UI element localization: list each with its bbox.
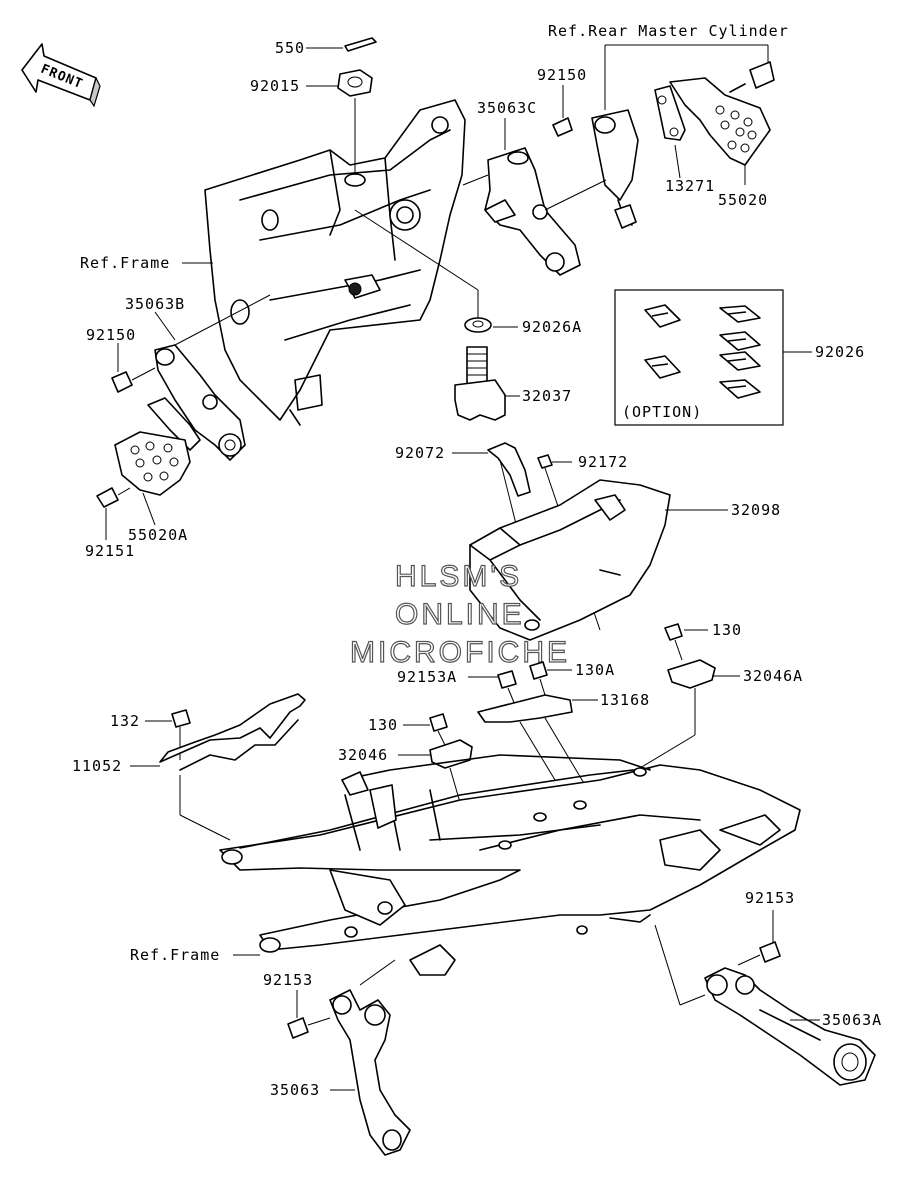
- part-13271: 13271: [654, 85, 715, 195]
- part-92015: 92015: [250, 69, 373, 175]
- part-92026A: 92026A: [354, 209, 582, 336]
- label-92153-right: 92153: [745, 889, 795, 907]
- part-130-left: 130: [368, 713, 448, 746]
- part-92150-top: 92150: [537, 66, 587, 137]
- option-box-92026: (OPTION) 92026: [614, 289, 865, 426]
- rear-master-cylinder-ref: Ref.Rear Master Cylinder: [548, 22, 789, 229]
- option-label: (OPTION): [622, 403, 702, 421]
- front-arrow-icon: FRONT: [21, 43, 101, 108]
- watermark-line1: HLSM'S: [395, 560, 522, 593]
- label-35063C: 35063C: [477, 99, 537, 117]
- ref-frame-bottom-label: Ref.Frame: [130, 946, 220, 964]
- label-35063A: 35063A: [822, 1011, 882, 1029]
- label-32046: 32046: [338, 746, 388, 764]
- part-35063: 35063: [270, 959, 411, 1156]
- part-92153-right: 92153: [737, 889, 795, 966]
- part-55020A: 55020A: [114, 431, 191, 544]
- watermark: HLSM'S ONLINE MICROFICHE: [349, 559, 570, 669]
- part-32046A: 32046A: [639, 659, 803, 769]
- ref-frame-top: Ref.Frame: [80, 254, 213, 272]
- label-11052: 11052: [72, 757, 122, 775]
- label-55020A: 55020A: [128, 526, 188, 544]
- part-132: 132: [110, 709, 191, 760]
- label-92150-top: 92150: [537, 66, 587, 84]
- part-92153A: 92153A: [397, 668, 517, 706]
- label-92151: 92151: [85, 542, 135, 560]
- label-92026A: 92026A: [522, 318, 582, 336]
- part-32098: 32098: [469, 479, 781, 641]
- rear-subframe: [219, 754, 801, 976]
- label-132: 132: [110, 712, 140, 730]
- part-550: 550: [275, 37, 377, 57]
- part-55020: 55020: [669, 77, 771, 209]
- label-13168: 13168: [600, 691, 650, 709]
- ref-rear-master-cylinder: Ref.Rear Master Cylinder: [548, 22, 789, 40]
- label-55020: 55020: [718, 191, 768, 209]
- part-35063B: 35063B: [125, 294, 271, 461]
- label-32098: 32098: [731, 501, 781, 519]
- part-130-right: 130: [664, 621, 742, 661]
- label-130-right: 130: [712, 621, 742, 639]
- part-32037: 32037: [454, 346, 572, 421]
- part-92153-left: 92153: [263, 971, 331, 1039]
- label-92153A: 92153A: [397, 668, 457, 686]
- label-92026: 92026: [815, 343, 865, 361]
- ref-frame-bottom: Ref.Frame: [130, 946, 260, 964]
- label-13271: 13271: [665, 177, 715, 195]
- label-92015: 92015: [250, 77, 300, 95]
- label-32037: 32037: [522, 387, 572, 405]
- label-35063: 35063: [270, 1081, 320, 1099]
- part-35063A: 35063A: [654, 924, 882, 1086]
- part-92151: 92151: [85, 487, 135, 560]
- part-11052: 11052: [72, 693, 306, 841]
- label-32046A: 32046A: [743, 667, 803, 685]
- label-130A: 130A: [575, 661, 615, 679]
- label-92172: 92172: [578, 453, 628, 471]
- part-92150-left: 92150: [86, 326, 156, 393]
- label-35063B: 35063B: [125, 295, 185, 313]
- ref-frame-top-label: Ref.Frame: [80, 254, 170, 272]
- label-130-left: 130: [368, 716, 398, 734]
- upper-frame: [204, 99, 466, 426]
- label-550: 550: [275, 39, 305, 57]
- label-92072: 92072: [395, 444, 445, 462]
- watermark-line2: ONLINE: [395, 598, 525, 631]
- label-92150-left: 92150: [86, 326, 136, 344]
- part-35063C: 35063C: [462, 99, 607, 276]
- part-13168: 13168: [477, 691, 650, 786]
- watermark-line3: MICROFICHE: [350, 636, 570, 669]
- label-92153-left: 92153: [263, 971, 313, 989]
- part-130A: 130A: [529, 661, 615, 696]
